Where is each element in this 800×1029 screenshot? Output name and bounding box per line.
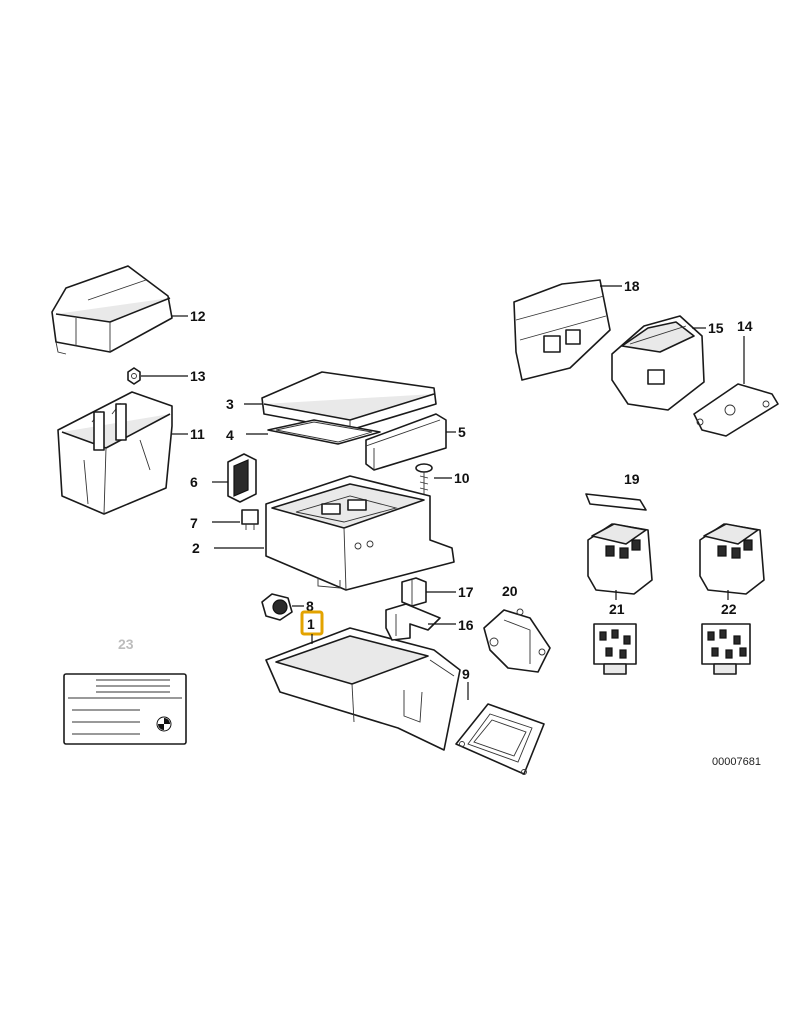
- part-3-lid[interactable]: [261, 371, 437, 431]
- callout-5[interactable]: 5: [458, 424, 466, 440]
- part-16-holder[interactable]: [385, 603, 441, 641]
- part-2-fuse-box[interactable]: [265, 475, 455, 591]
- callout-22[interactable]: 22: [721, 601, 737, 617]
- part-9-frame-gasket[interactable]: [455, 703, 545, 775]
- part-7-fuse[interactable]: [241, 509, 259, 530]
- part-20-bracket[interactable]: [483, 608, 551, 673]
- callout-20[interactable]: 20: [502, 583, 518, 599]
- part-10-screw[interactable]: [415, 463, 433, 500]
- part-22-contact-view: [701, 623, 751, 675]
- bmw-roundel-icon: [156, 716, 172, 732]
- part-23-label-plate[interactable]: [63, 673, 187, 745]
- callout-14[interactable]: 14: [737, 318, 753, 334]
- callout-8[interactable]: 8: [306, 598, 314, 614]
- part-18-connector-bracket[interactable]: [513, 279, 611, 381]
- part-17-clip[interactable]: [401, 577, 427, 607]
- part-22-relay-socket[interactable]: [699, 523, 765, 595]
- part-14-plate[interactable]: [693, 383, 779, 437]
- part-12-cover[interactable]: [51, 265, 173, 355]
- callout-6[interactable]: 6: [190, 474, 198, 490]
- part-1-lower-housing[interactable]: [265, 627, 461, 751]
- callout-15[interactable]: 15: [708, 320, 724, 336]
- callout-18[interactable]: 18: [624, 278, 640, 294]
- callout-2[interactable]: 2: [192, 540, 200, 556]
- part-21-contact-view: [593, 623, 637, 675]
- callout-17[interactable]: 17: [458, 584, 474, 600]
- part-6-relay[interactable]: [227, 453, 257, 503]
- callout-16[interactable]: 16: [458, 617, 474, 633]
- document-id: 00007681: [712, 756, 761, 768]
- part-13-nut[interactable]: [127, 367, 141, 385]
- part-11-housing-box[interactable]: [57, 391, 173, 515]
- callout-1[interactable]: 1: [307, 616, 315, 632]
- part-8-grommet[interactable]: [261, 593, 293, 621]
- callout-13[interactable]: 13: [190, 368, 206, 384]
- callout-10[interactable]: 10: [454, 470, 470, 486]
- part-4-gasket[interactable]: [267, 419, 381, 445]
- callout-3[interactable]: 3: [226, 396, 234, 412]
- part-21-relay-socket[interactable]: [587, 523, 653, 595]
- part-15-connector-housing[interactable]: [611, 315, 705, 411]
- callout-12[interactable]: 12: [190, 308, 206, 324]
- callout-19[interactable]: 19: [624, 471, 640, 487]
- callout-9[interactable]: 9: [462, 666, 470, 682]
- part-5-cable-strip[interactable]: [365, 413, 447, 471]
- callout-21[interactable]: 21: [609, 601, 625, 617]
- callout-11[interactable]: 11: [190, 426, 205, 442]
- callout-4[interactable]: 4: [226, 427, 234, 443]
- part-19-strip[interactable]: [585, 493, 647, 511]
- callout-23[interactable]: 23: [118, 636, 134, 652]
- callout-7[interactable]: 7: [190, 515, 198, 531]
